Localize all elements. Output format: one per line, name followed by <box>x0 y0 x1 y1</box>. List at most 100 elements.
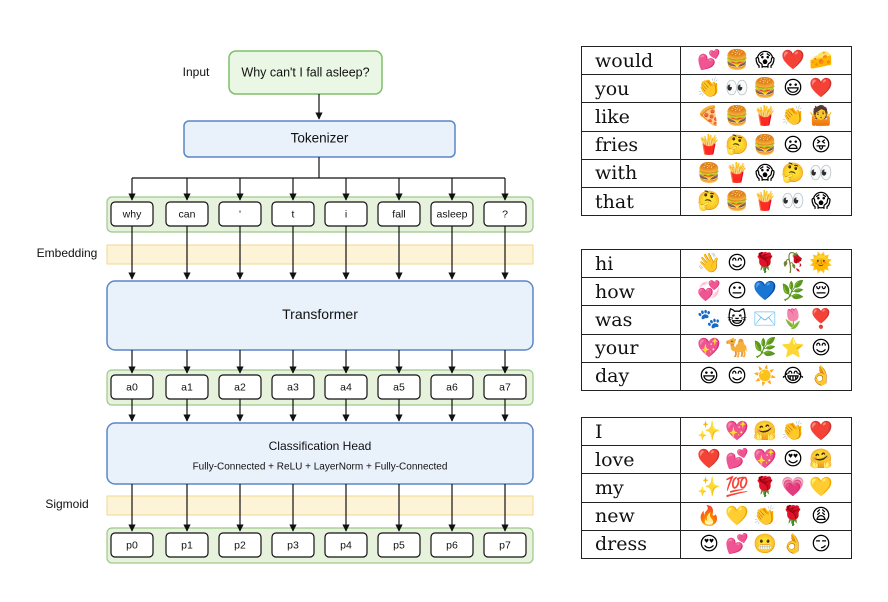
emoji-table-2: hi👋😊🌹🥀🌞how💞😐💙🌿😔was🐾😺✉️🌷❣️your💖🐪🌿⭐😊day😃😊☀… <box>581 248 852 391</box>
output-label: p0 <box>126 539 138 551</box>
predicted-emojis: 👋😊🌹🥀🌞 <box>680 248 852 279</box>
emoji-icon: 💞 <box>697 280 721 303</box>
activation-band <box>106 369 534 406</box>
output-label: p6 <box>446 539 458 551</box>
emoji-table-row: with🍔🍟😱🤔👀 <box>581 158 852 188</box>
emoji-table-row: like🍕🍔🍟👏🤷 <box>581 102 852 132</box>
emoji-icon: 🍟 <box>725 161 749 184</box>
emoji-icon: ❣️ <box>809 308 833 331</box>
emoji-icon: 👀 <box>781 190 805 213</box>
emoji-icon: 👀 <box>809 161 833 184</box>
emoji-icon: 😐 <box>727 280 747 303</box>
token-word: hi <box>581 248 681 279</box>
emoji-icon: 💛 <box>809 476 833 499</box>
output-box <box>218 532 262 558</box>
emoji-icon: 🍔 <box>725 105 749 128</box>
token-label: why <box>122 208 142 220</box>
output-box <box>165 532 209 558</box>
emoji-icon: 💖 <box>753 448 777 471</box>
emoji-icon: 🥀 <box>781 252 805 275</box>
activation-label: a7 <box>499 381 511 393</box>
predicted-emojis: 💖🐪🌿⭐😊 <box>680 333 852 363</box>
emoji-icon: ❤️ <box>809 420 833 443</box>
emoji-table-row: new🔥💛👏🌹😩 <box>581 501 852 531</box>
emoji-icon: 😺 <box>727 308 747 331</box>
predicted-emojis: 🔥💛👏🌹😩 <box>680 501 852 531</box>
emoji-icon: 💕 <box>725 532 749 555</box>
emoji-icon: 😊 <box>727 364 747 387</box>
emoji-icon: 🤷 <box>809 105 833 128</box>
activation-label: a1 <box>181 381 193 393</box>
emoji-table-row: day😃😊☀️😂👌 <box>581 361 852 391</box>
output-label: p1 <box>181 539 193 551</box>
emoji-icon: 🔥 <box>697 504 721 527</box>
emoji-icon: 👏 <box>781 420 805 443</box>
embedding-label: Embedding <box>37 246 98 260</box>
token-label: fall <box>392 208 405 220</box>
predicted-emojis: ✨💖🤗👏❤️ <box>680 416 852 447</box>
tokenizer-label: Tokenizer <box>291 131 349 146</box>
emoji-icon: 👏 <box>753 504 777 527</box>
emoji-icon: 🌷 <box>781 308 805 331</box>
emoji-icon: ❤️ <box>809 77 833 100</box>
output-box <box>110 532 154 558</box>
emoji-icon: 🍔 <box>753 77 777 100</box>
emoji-icon: 🐾 <box>697 308 721 331</box>
input-label: Input <box>183 65 210 79</box>
classification-head-title: Classification Head <box>269 439 372 453</box>
sigmoid-label: Sigmoid <box>45 497 88 511</box>
output-box <box>271 532 315 558</box>
output-box <box>377 532 421 558</box>
emoji-icon: 💗 <box>781 476 805 499</box>
emoji-icon: 🤔 <box>725 133 749 156</box>
emoji-table-1: would💕🍔😱❤️🧀you👏👀🍔😃❤️like🍕🍔🍟👏🤷fries🍟🤔🍔😦😝w… <box>581 45 852 217</box>
emoji-icon: 🌹 <box>753 476 777 499</box>
activation-label: a5 <box>393 381 405 393</box>
emoji-table-row: dress😍💕😬👌😏 <box>581 529 852 559</box>
emoji-icon: 😊 <box>727 252 747 275</box>
emoji-table-row: hi👋😊🌹🥀🌞 <box>581 248 852 279</box>
emoji-icon: ✨ <box>697 476 721 499</box>
emoji-icon: 😍 <box>699 532 719 555</box>
output-box <box>430 532 474 558</box>
emoji-icon: 🤗 <box>809 448 833 471</box>
token-word: like <box>581 102 681 132</box>
emoji-icon: 💙 <box>753 280 777 303</box>
activation-label: a0 <box>126 381 138 393</box>
emoji-icon: 🍔 <box>725 49 749 72</box>
sigmoid-band <box>106 495 534 516</box>
predicted-emojis: 🐾😺✉️🌷❣️ <box>680 305 852 335</box>
emoji-table-row: your💖🐪🌿⭐😊 <box>581 333 852 363</box>
emoji-icon: 😊 <box>811 336 831 359</box>
emoji-table-row: you👏👀🍔😃❤️ <box>581 74 852 104</box>
token-word: that <box>581 186 681 217</box>
embedding-band <box>106 244 534 265</box>
token-word: dress <box>581 529 681 559</box>
predicted-emojis: ❤️💕💖😍🤗 <box>680 445 852 475</box>
emoji-icon: 😃 <box>783 77 803 100</box>
emoji-table-3: I✨💖🤗👏❤️love❤️💕💖😍🤗my✨💯🌹💗💛new🔥💛👏🌹😩dress😍💕😬… <box>581 416 852 559</box>
token-label: i <box>345 208 347 220</box>
token-word: with <box>581 158 681 188</box>
token-word: I <box>581 416 681 447</box>
activation-label: a4 <box>340 381 352 393</box>
token-band <box>106 196 534 233</box>
emoji-icon: 👌 <box>781 532 805 555</box>
output-label: p3 <box>287 539 299 551</box>
emoji-table-row: my✨💯🌹💗💛 <box>581 473 852 503</box>
emoji-icon: 👏 <box>697 77 721 100</box>
token-label: can <box>179 208 196 220</box>
predicted-emojis: 💕🍔😱❤️🧀 <box>680 45 852 76</box>
emoji-icon: ⭐ <box>781 336 805 359</box>
output-label: p5 <box>393 539 405 551</box>
output-box <box>483 532 527 558</box>
emoji-icon: 😱 <box>755 161 775 184</box>
token-word: your <box>581 333 681 363</box>
emoji-icon: 🌿 <box>781 280 805 303</box>
emoji-icon: ❤️ <box>781 49 805 72</box>
emoji-table-row: would💕🍔😱❤️🧀 <box>581 45 852 76</box>
emoji-icon: 😬 <box>753 532 777 555</box>
emoji-icon: 👏 <box>781 105 805 128</box>
emoji-icon: 💕 <box>725 448 749 471</box>
